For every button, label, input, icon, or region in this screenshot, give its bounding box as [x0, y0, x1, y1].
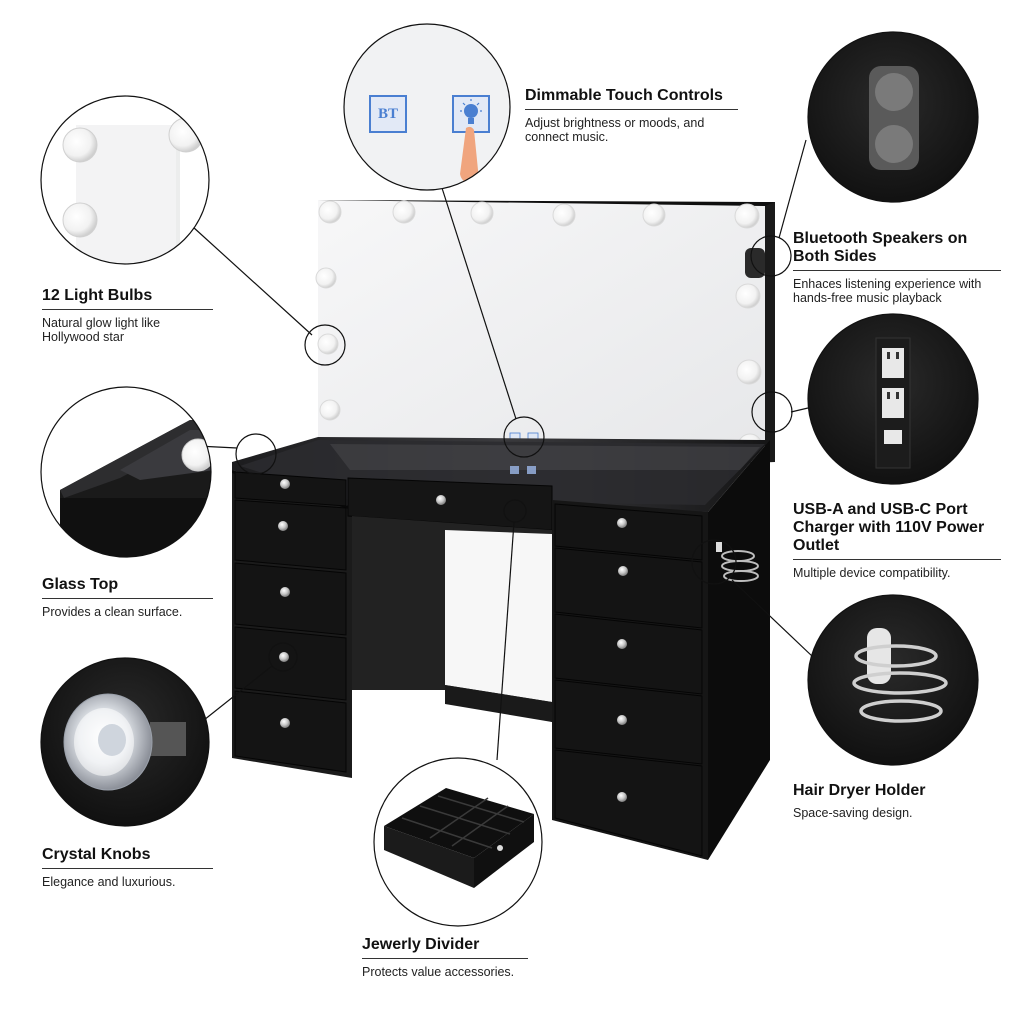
usb-charger-detail-circle [807, 313, 979, 485]
feature-glass-top: Glass Top Provides a clean surface. [42, 576, 213, 619]
drawer-knobs [278, 479, 628, 802]
feature-jewelry-divider: Jewerly Divider Protects value accessori… [362, 936, 528, 979]
feature-description: Provides a clean surface. [42, 605, 183, 619]
bluetooth-detail-circle [807, 31, 979, 203]
feature-title: 12 Light Bulbs [42, 287, 213, 310]
mirror [318, 200, 775, 478]
feature-title: USB-A and USB-C Port Charger with 110V P… [793, 501, 1001, 560]
feature-title: Dimmable Touch Controls [525, 87, 738, 110]
feature-description: Natural glow light like Hollywood star [42, 316, 161, 344]
feature-title: Glass Top [42, 576, 213, 599]
feature-description: Adjust brightness or moods, and connect … [525, 116, 705, 144]
bluetooth-button-icon: BT [377, 105, 398, 122]
feature-description: Multiple device compatibility. [793, 566, 951, 580]
feature-description: Enhaces listening experience with hands-… [793, 277, 982, 305]
feature-crystal-knobs: Crystal Knobs Elegance and luxurious. [42, 846, 213, 889]
feature-title: Jewerly Divider [362, 936, 528, 959]
hair-dryer-holder-detail-circle [807, 594, 979, 766]
glass-top-detail-circle [40, 386, 212, 558]
feature-hair-dryer-holder: Hair Dryer Holder Space-saving design. [793, 782, 1001, 820]
feature-usb-charger: USB-A and USB-C Port Charger with 110V P… [793, 501, 1001, 580]
feature-title: Hair Dryer Holder [793, 782, 926, 799]
jewelry-divider-detail-circle [373, 757, 543, 927]
bulbs-detail-circle [40, 95, 210, 265]
feature-description: Space-saving design. [793, 806, 913, 820]
feature-description: Protects value accessories. [362, 965, 515, 979]
touch-controls-detail-circle [343, 23, 511, 191]
feature-touch-controls: Dimmable Touch Controls Adjust brightnes… [525, 87, 738, 144]
crystal-knob-detail-circle [40, 657, 210, 827]
vanity-desk [232, 437, 770, 860]
feature-light-bulbs: 12 Light Bulbs Natural glow light like H… [42, 287, 213, 344]
feature-title: Bluetooth Speakers on Both Sides [793, 230, 968, 265]
feature-bluetooth-speakers: Bluetooth Speakers on Both Sides Enhaces… [793, 230, 1001, 305]
mirror-bulbs [315, 200, 765, 471]
feature-title: Crystal Knobs [42, 846, 213, 869]
feature-description: Elegance and luxurious. [42, 875, 176, 889]
